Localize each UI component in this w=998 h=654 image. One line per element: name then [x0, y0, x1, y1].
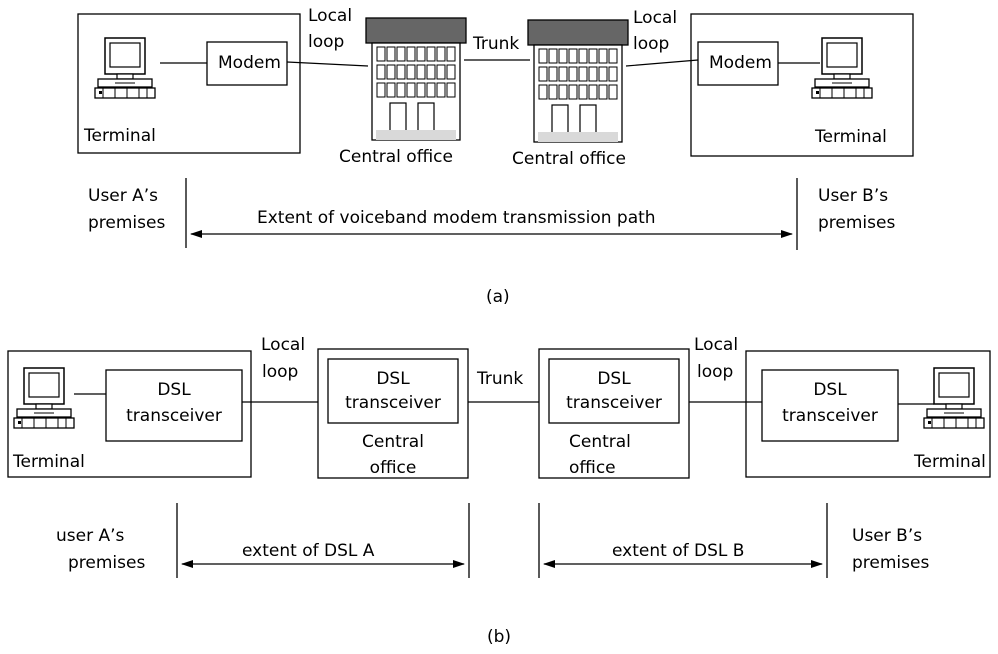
- terminal-left-computer-icon-b: [13, 367, 75, 429]
- central-office-box-left: [317, 348, 469, 479]
- central-office-label-b-right-1: Central: [569, 432, 631, 452]
- user-b-premises-box: [690, 13, 914, 157]
- user-a-premises-box: [77, 13, 301, 154]
- local-loop-label-b-left-2: loop: [262, 362, 299, 382]
- user-b-premises-box-b: [745, 350, 991, 478]
- modem-label-right: Modem: [709, 53, 772, 73]
- dsl-label-1-line2: transceiver: [126, 406, 222, 426]
- dsl-transceiver-box-4: [761, 369, 899, 442]
- local-loop-label-a-left-2: loop: [308, 32, 345, 52]
- trunk-label-b: Trunk: [477, 369, 524, 389]
- terminal-right-computer-icon-b: [923, 367, 985, 429]
- terminal-label-a-right: Terminal: [815, 127, 887, 147]
- local-loop-line-a-left: [286, 61, 369, 67]
- central-office-building-right-icon: [527, 19, 629, 143]
- user-a-premises-label-1: User A’s: [88, 186, 159, 206]
- terminal-right-computer-icon: [811, 37, 873, 99]
- central-office-label-a-left: Central office: [339, 147, 453, 167]
- central-office-label-b-left-1: Central: [362, 432, 424, 452]
- user-a-premises-box-b: [7, 350, 252, 478]
- dsl-transceiver-box-1: [105, 369, 243, 442]
- central-office-label-b-right-2: office: [569, 458, 616, 478]
- dsl-label-2-line1: DSL: [376, 369, 410, 389]
- central-office-label-b-left-2: office: [369, 458, 417, 478]
- diagram-a: [77, 13, 914, 250]
- central-office-box-right: [538, 348, 690, 479]
- user-a-premises-label-b-1: user A’s: [56, 526, 125, 546]
- dsl-label-3-line2: transceiver: [566, 393, 662, 413]
- central-office-label-a-right: Central office: [512, 149, 626, 169]
- dsl-label-4-line2: transceiver: [782, 406, 878, 426]
- caption-b: (b): [487, 627, 512, 647]
- caption-a: (a): [486, 287, 510, 307]
- trunk-label-a: Trunk: [473, 34, 520, 54]
- central-office-building-left-icon: [365, 17, 467, 141]
- user-a-premises-label-2: premises: [88, 213, 166, 233]
- user-b-premises-label-2: premises: [818, 213, 896, 233]
- user-a-premises-label-b-2: premises: [68, 553, 146, 573]
- user-b-premises-label-b-2: premises: [852, 553, 930, 573]
- extent-dsl-a-label: extent of DSL A: [242, 541, 375, 561]
- user-b-premises-label-1: User B’s: [818, 186, 889, 206]
- terminal-label-b-left: Terminal: [13, 452, 85, 472]
- modem-label-left: Modem: [218, 53, 281, 73]
- extent-dsl-b-label: extent of DSL B: [612, 541, 745, 561]
- dsl-label-4-line1: DSL: [813, 380, 847, 400]
- terminal-label-a-left: Terminal: [84, 126, 156, 146]
- extent-voiceband-label: Extent of voiceband modem transmission p…: [257, 208, 656, 228]
- local-loop-label-a-right-2: loop: [633, 34, 670, 54]
- local-loop-label-b-left-1: Local: [261, 335, 306, 355]
- local-loop-label-b-right-2: loop: [697, 362, 734, 382]
- terminal-label-b-right: Terminal: [914, 452, 986, 472]
- local-loop-label-a-right-1: Local: [633, 8, 678, 28]
- local-loop-label-a-left-1: Local: [308, 6, 353, 26]
- dsl-label-1-line1: DSL: [157, 380, 191, 400]
- dsl-transceiver-box-2: [327, 358, 459, 424]
- terminal-left-computer-icon: [94, 37, 156, 99]
- dsl-transceiver-box-3: [548, 358, 680, 424]
- dsl-label-3-line1: DSL: [597, 369, 631, 389]
- dsl-label-2-line2: transceiver: [345, 393, 441, 413]
- local-loop-label-b-right-1: Local: [694, 335, 739, 355]
- user-b-premises-label-b-1: User B’s: [852, 526, 923, 546]
- local-loop-line-a-right: [625, 59, 699, 67]
- diagram-b: [7, 348, 991, 578]
